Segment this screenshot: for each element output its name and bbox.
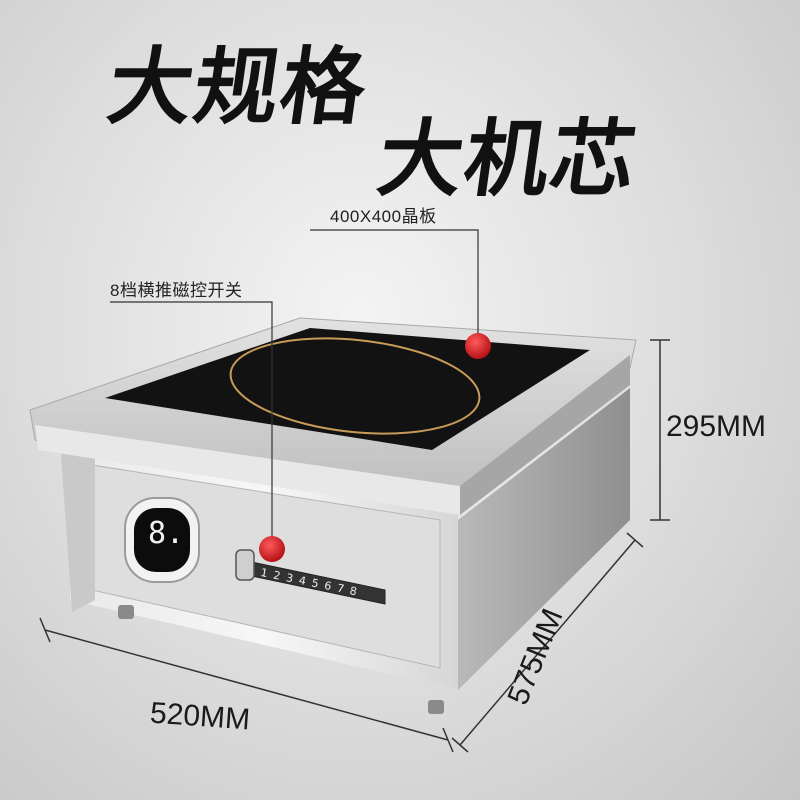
foot-right bbox=[428, 700, 444, 714]
height-dimension-label: 295MM bbox=[666, 410, 767, 443]
switch-scale-number: 8 bbox=[348, 584, 364, 600]
side-panel bbox=[458, 388, 630, 690]
control-display-screen bbox=[134, 508, 190, 572]
crystal-plate-callout: 400X400晶板 bbox=[330, 207, 437, 226]
headline-line-1: 大规格 bbox=[102, 38, 374, 136]
burner-ring bbox=[229, 337, 481, 435]
rim-side-edge bbox=[460, 355, 630, 515]
callout-line-switch bbox=[110, 301, 273, 548]
left-leg bbox=[60, 440, 95, 612]
depth-dim-line bbox=[459, 539, 636, 746]
marker-crystal bbox=[465, 333, 491, 359]
glass-top bbox=[105, 328, 590, 450]
rim-front-edge bbox=[35, 425, 460, 515]
width-dim-line bbox=[44, 629, 449, 741]
callout-line-crystal bbox=[310, 229, 479, 345]
marker-switch bbox=[259, 536, 285, 562]
headline-line-2: 大机芯 bbox=[372, 110, 644, 208]
switch-callout: 8档横推磁控开关 bbox=[110, 281, 243, 300]
width-dimension-label: 520MM bbox=[149, 696, 252, 737]
slider-knob bbox=[235, 549, 255, 581]
display-digit: 8. bbox=[148, 516, 185, 551]
foot-left bbox=[118, 605, 134, 619]
